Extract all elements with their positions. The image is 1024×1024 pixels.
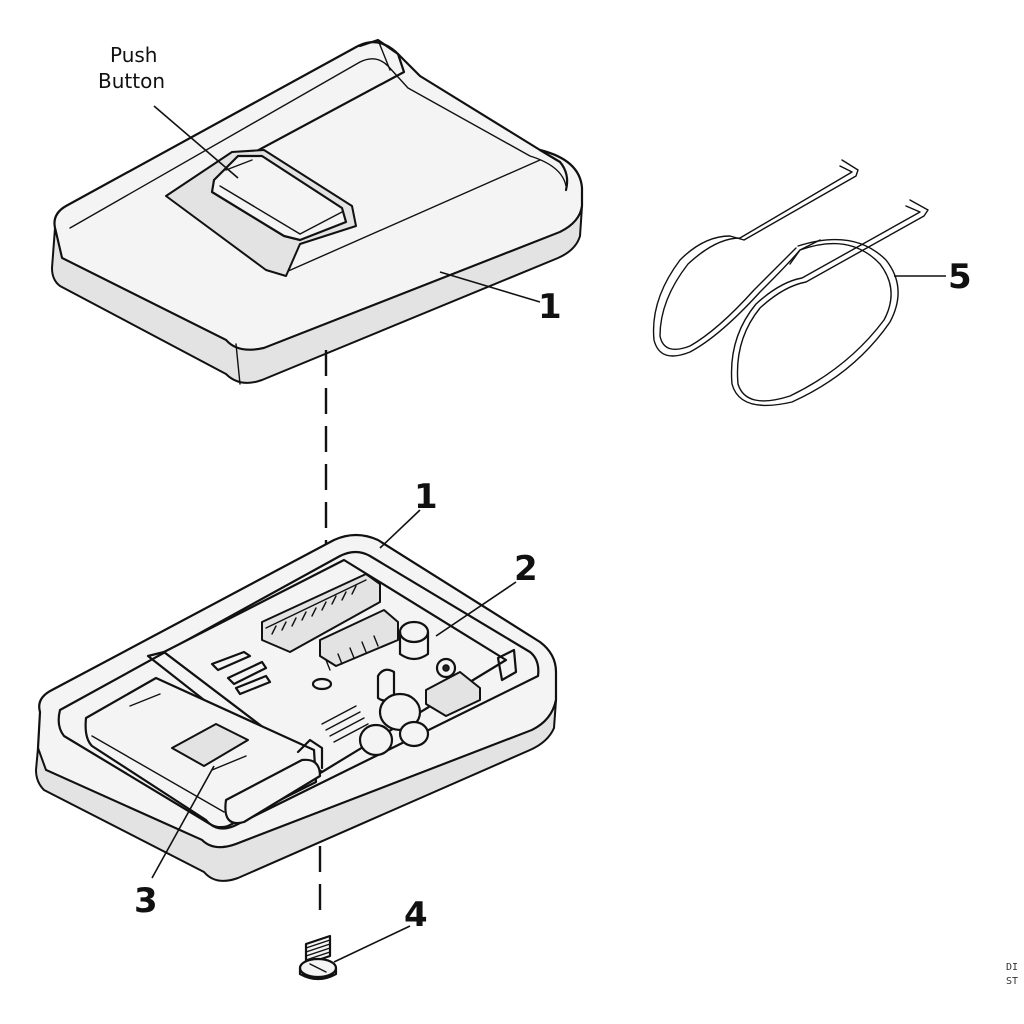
corner-text-line2: ST [1006, 976, 1018, 987]
case-leader [379, 509, 421, 549]
mounting-screw [298, 934, 338, 981]
callout-circuit-board: 2 [514, 549, 538, 589]
corner-text-line1: DI [1006, 962, 1018, 973]
transmitter-cover [51, 38, 584, 385]
screw-leader [333, 925, 411, 963]
push-button-leader [153, 105, 239, 179]
callout-screw: 4 [404, 895, 428, 935]
battery-leader [151, 765, 215, 879]
push-button-label-line2: Button [98, 69, 165, 93]
callout-case: 1 [414, 477, 438, 517]
callout-cover: 1 [538, 287, 562, 327]
callout-battery: 3 [134, 881, 158, 921]
transmitter-case [35, 533, 558, 882]
cover-leader [439, 271, 541, 303]
callout-visor-clip: 5 [948, 257, 972, 297]
circuit-board-leader [435, 581, 517, 637]
push-button-label-line1: Push [110, 43, 157, 67]
visor-clip [652, 159, 929, 407]
